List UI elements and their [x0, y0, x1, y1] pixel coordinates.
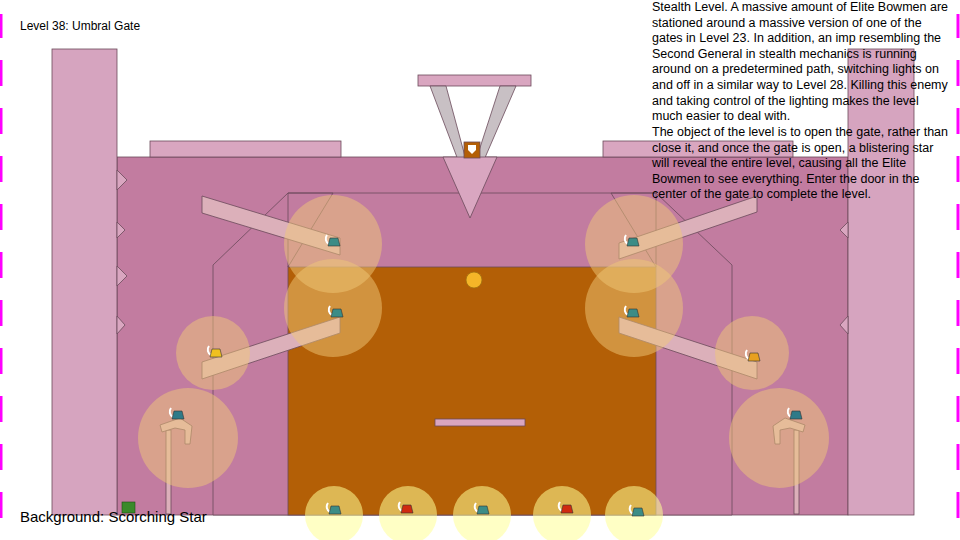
switch-icon: [468, 145, 476, 154]
top-slab: [418, 75, 531, 86]
main-wall: [117, 157, 848, 515]
right-pillar: [848, 49, 914, 515]
objective-note: The object of the level is to open the g…: [652, 125, 952, 203]
background-label: Background: Scorching Star: [20, 508, 207, 525]
floor-lights: [305, 486, 663, 540]
wall-spike: [117, 316, 125, 334]
support-leg: [430, 86, 466, 160]
spike: [443, 157, 497, 218]
wall-spike: [117, 222, 125, 238]
door-orb: [466, 272, 482, 288]
wall-spike: [840, 316, 848, 334]
gate-bar: [435, 419, 525, 426]
inner-frame: [213, 193, 732, 515]
wall-spike: [117, 266, 127, 286]
left-pillar: [52, 49, 117, 515]
wall-spike: [840, 222, 848, 238]
top-slab: [150, 141, 341, 157]
level-title: Level 38: Umbral Gate: [20, 19, 140, 33]
wall-spike: [117, 170, 127, 190]
switch-box: [464, 142, 480, 158]
bowmen: [170, 235, 802, 516]
light-circles: [138, 195, 829, 488]
description-note: Stealth Level. A massive amount of Elite…: [652, 0, 952, 125]
support-leg: [476, 86, 516, 160]
